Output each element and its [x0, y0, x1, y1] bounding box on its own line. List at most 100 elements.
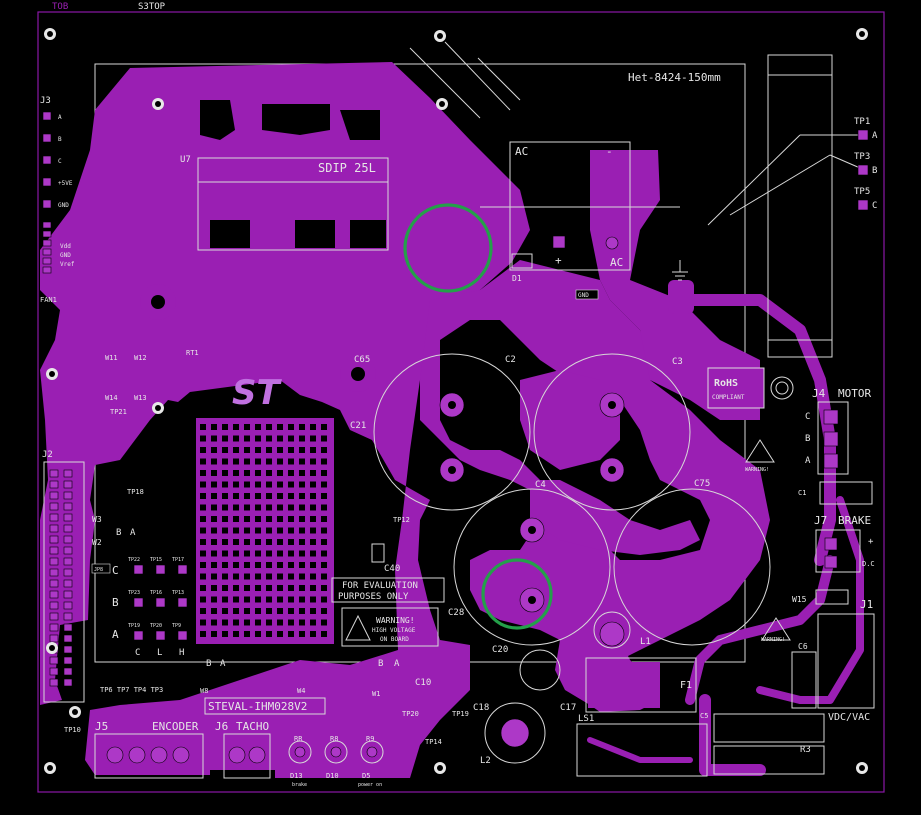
j5-ref: J5 — [95, 720, 108, 733]
svg-text:ON BOARD: ON BOARD — [380, 636, 409, 643]
svg-text:TP19: TP19 — [452, 710, 469, 718]
svg-text:L2: L2 — [480, 756, 491, 766]
testpoint-tp3: TP3 — [854, 152, 870, 162]
svg-text:A: A — [58, 114, 62, 121]
svg-text:C10: C10 — [415, 678, 431, 688]
board-name: STEVAL-IHM028V2 — [208, 700, 307, 713]
svg-text:brake: brake — [292, 782, 307, 788]
svg-text:A: A — [394, 659, 400, 669]
board-outline — [37, 11, 885, 793]
cap-c4: C4 — [453, 480, 611, 646]
j1-ref: J1 — [860, 598, 873, 611]
svg-text:TP18: TP18 — [127, 488, 144, 496]
svg-text:B: B — [872, 166, 877, 176]
thermal-pad-grid — [196, 418, 334, 644]
svg-text:R8: R8 — [330, 735, 338, 743]
svg-text:D10: D10 — [326, 772, 339, 780]
bridge-minus: - — [606, 145, 613, 158]
svg-text:RoHS: RoHS — [714, 378, 738, 389]
module-label: SDIP 25L — [318, 161, 376, 175]
title-mark: Het-8424-150mm — [628, 71, 721, 84]
top-label-tob: TOB — [52, 2, 68, 12]
svg-text:RR: RR — [294, 735, 303, 743]
svg-text:W1: W1 — [372, 690, 380, 698]
inductor-l1 — [593, 611, 631, 649]
j6-title: TACHO — [236, 720, 269, 733]
svg-text:power on: power on — [358, 782, 382, 788]
svg-text:TP9: TP9 — [172, 623, 181, 629]
svg-text:B: B — [112, 596, 119, 609]
svg-text:WARNING!: WARNING! — [745, 467, 769, 473]
inductor-l2 — [484, 702, 546, 764]
module-outline — [197, 157, 389, 251]
svg-text:GND: GND — [58, 202, 69, 209]
svg-text:C40: C40 — [384, 564, 400, 574]
svg-text:D13: D13 — [290, 772, 303, 780]
j2-ref: J2 — [42, 450, 53, 460]
j6-ref: J6 — [215, 720, 228, 733]
svg-text:F1: F1 — [680, 680, 692, 691]
svg-text:A: A — [872, 131, 878, 141]
board-name-box — [204, 697, 326, 715]
gnd-tag: GND — [578, 292, 589, 299]
cap-c2: C2 — [373, 353, 531, 511]
svg-text:D.C: D.C — [862, 560, 875, 568]
j7-title: BRAKE — [838, 514, 871, 527]
svg-text:C20: C20 — [492, 645, 508, 655]
trace-bottom — [699, 694, 766, 776]
bridge-outline — [509, 141, 631, 271]
j4-ref: J4 — [812, 387, 826, 400]
svg-text:TP19: TP19 — [128, 623, 140, 629]
svg-text:LS1: LS1 — [578, 714, 594, 724]
svg-text:H: H — [179, 648, 184, 658]
svg-text:C3: C3 — [672, 357, 683, 367]
warning-triangle-1 — [745, 439, 775, 463]
svg-text:B: B — [58, 136, 62, 143]
j5-connector — [94, 733, 204, 779]
svg-text:TP10: TP10 — [64, 726, 81, 734]
j1-title: VDC/VAC — [828, 712, 870, 723]
highlight-circle-1 — [403, 203, 493, 293]
svg-text:C17: C17 — [560, 703, 576, 713]
svg-text:C18: C18 — [473, 703, 489, 713]
heatsink-outline — [767, 54, 833, 358]
j4-connector — [817, 401, 849, 475]
svg-text:R9: R9 — [366, 735, 374, 743]
trace-ls — [587, 737, 693, 763]
svg-text:C5: C5 — [700, 712, 708, 720]
svg-text:FOR EVALUATION: FOR EVALUATION — [342, 581, 418, 591]
trace-dc — [685, 555, 835, 705]
warning-triangle-2 — [761, 617, 791, 641]
svg-text:W2: W2 — [92, 538, 102, 547]
top-label-s3top: S3TOP — [138, 2, 166, 12]
svg-text:TP12: TP12 — [393, 516, 410, 524]
ls-relay — [576, 723, 708, 777]
svg-text:C65: C65 — [354, 355, 370, 365]
svg-text:B: B — [206, 659, 211, 669]
svg-text:RT1: RT1 — [186, 349, 199, 357]
svg-text:A: A — [112, 628, 119, 641]
svg-text:WARNING!: WARNING! — [376, 616, 415, 625]
j5-title: ENCODER — [152, 720, 199, 733]
svg-text:C28: C28 — [448, 608, 464, 618]
svg-text:B: B — [378, 659, 383, 669]
svg-text:C: C — [135, 648, 140, 658]
svg-text:Vdd: Vdd — [60, 243, 71, 250]
svg-text:JP8: JP8 — [94, 567, 103, 573]
highlight-circle-2 — [481, 558, 553, 630]
svg-text:L: L — [157, 648, 162, 658]
svg-text:TP6 TP7 TP4 TP3: TP6 TP7 TP4 TP3 — [100, 686, 163, 694]
svg-text:R3: R3 — [800, 745, 811, 755]
svg-text:C: C — [805, 412, 810, 422]
fuse-holder — [585, 657, 697, 713]
svg-text:C: C — [872, 201, 877, 211]
svg-text:W12: W12 — [134, 354, 147, 362]
copper-island — [520, 370, 620, 470]
svg-text:A: A — [220, 659, 226, 669]
svg-text:W14: W14 — [105, 394, 118, 402]
cap-c3: C3 — [533, 353, 691, 511]
svg-text:A: A — [805, 456, 811, 466]
warning-box — [341, 607, 439, 647]
